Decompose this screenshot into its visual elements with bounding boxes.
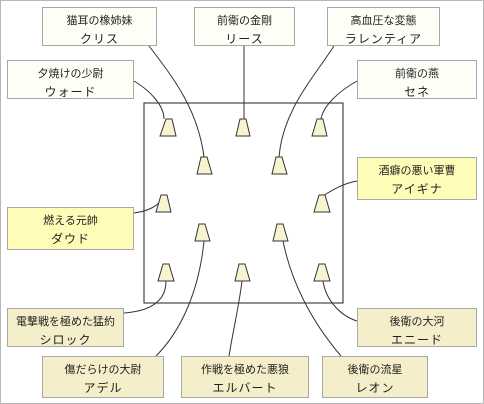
label-aigina-title: 酒癖の悪い軍曹: [378, 164, 456, 177]
label-enid-title: 後衛の大河: [389, 315, 445, 328]
label-reese-name: リース: [225, 32, 264, 46]
label-elbert: 作戦を極めた悪狼 エルバート: [181, 356, 309, 398]
label-kuris: 猫耳の橡姉妹 クリス: [42, 7, 157, 46]
label-adel: 傷だらけの大尉 アデル: [42, 356, 164, 398]
label-elbert-name: エルバート: [212, 381, 278, 395]
label-shirock-name: シロック: [39, 333, 92, 347]
label-ralenti-title: 高血圧な変態: [350, 14, 417, 27]
label-leon-title: 後衛の流星: [347, 363, 403, 376]
label-shirock-title: 電撃戦を極めた猛約: [16, 315, 115, 328]
connector-enid: [322, 280, 358, 322]
connector-ralenti: [278, 45, 335, 158]
label-enid-name: エニード: [390, 333, 443, 347]
label-aigina: 酒癖の悪い軍曹 アイギナ: [357, 157, 477, 200]
label-enid: 後衛の大河 エニード: [357, 308, 477, 347]
marker-lower-inner-left: [194, 223, 211, 242]
marker-front-right: [311, 118, 328, 137]
label-shirock: 電撃戦を極めた猛約 シロック: [7, 308, 124, 347]
marker-middle-left: [155, 194, 172, 213]
label-daud: 燃える元帥 ダウド: [7, 207, 134, 250]
label-aigina-name: アイギナ: [391, 182, 443, 196]
connector-ward: [133, 80, 165, 120]
label-sene-name: セネ: [403, 85, 430, 99]
label-adel-title: 傷だらけの大尉: [64, 363, 142, 376]
marker-upper-inner-left: [196, 156, 213, 175]
marker-rear-left: [157, 263, 175, 282]
connector-leon: [282, 240, 342, 357]
connector-aigina: [320, 180, 358, 198]
label-kuris-title: 猫耳の橡姉妹: [66, 14, 133, 27]
label-kuris-name: クリス: [79, 32, 119, 46]
label-ward: 夕焼けの少尉 ウォード: [7, 60, 134, 99]
label-elbert-title: 作戦を極めた悪狼: [201, 363, 289, 376]
label-sene: 前衛の燕 セネ: [357, 60, 477, 99]
label-ralenti: 高血圧な変態 ラレンティア: [327, 7, 440, 46]
label-adel-name: アデル: [83, 381, 123, 395]
connector-shirock: [123, 280, 167, 314]
marker-rear-right: [313, 263, 331, 282]
label-ward-name: ウォード: [44, 85, 97, 99]
label-leon-name: レオン: [355, 381, 395, 395]
marker-upper-inner-right: [271, 156, 288, 175]
label-daud-name: ダウド: [50, 232, 90, 246]
label-daud-title: 燃える元帥: [43, 214, 98, 227]
marker-front-left: [159, 118, 177, 137]
label-leon: 後衛の流星 レオン: [322, 356, 428, 398]
connector-kuris: [148, 45, 205, 158]
marker-front-center: [235, 118, 251, 137]
connector-sene: [320, 80, 358, 120]
marker-middle-right: [313, 194, 331, 213]
label-reese: 前衛の金剛 リース: [194, 7, 295, 46]
connector-elbert: [228, 280, 243, 357]
marker-lower-inner-right: [272, 223, 289, 242]
label-ralenti-name: ラレンティア: [344, 32, 423, 46]
label-sene-title: 前衛の燕: [395, 67, 439, 80]
label-reese-title: 前衛の金剛: [217, 14, 272, 27]
marker-rear-center: [234, 263, 251, 282]
label-ward-title: 夕焼けの少尉: [37, 67, 104, 80]
connector-adel: [155, 240, 205, 357]
